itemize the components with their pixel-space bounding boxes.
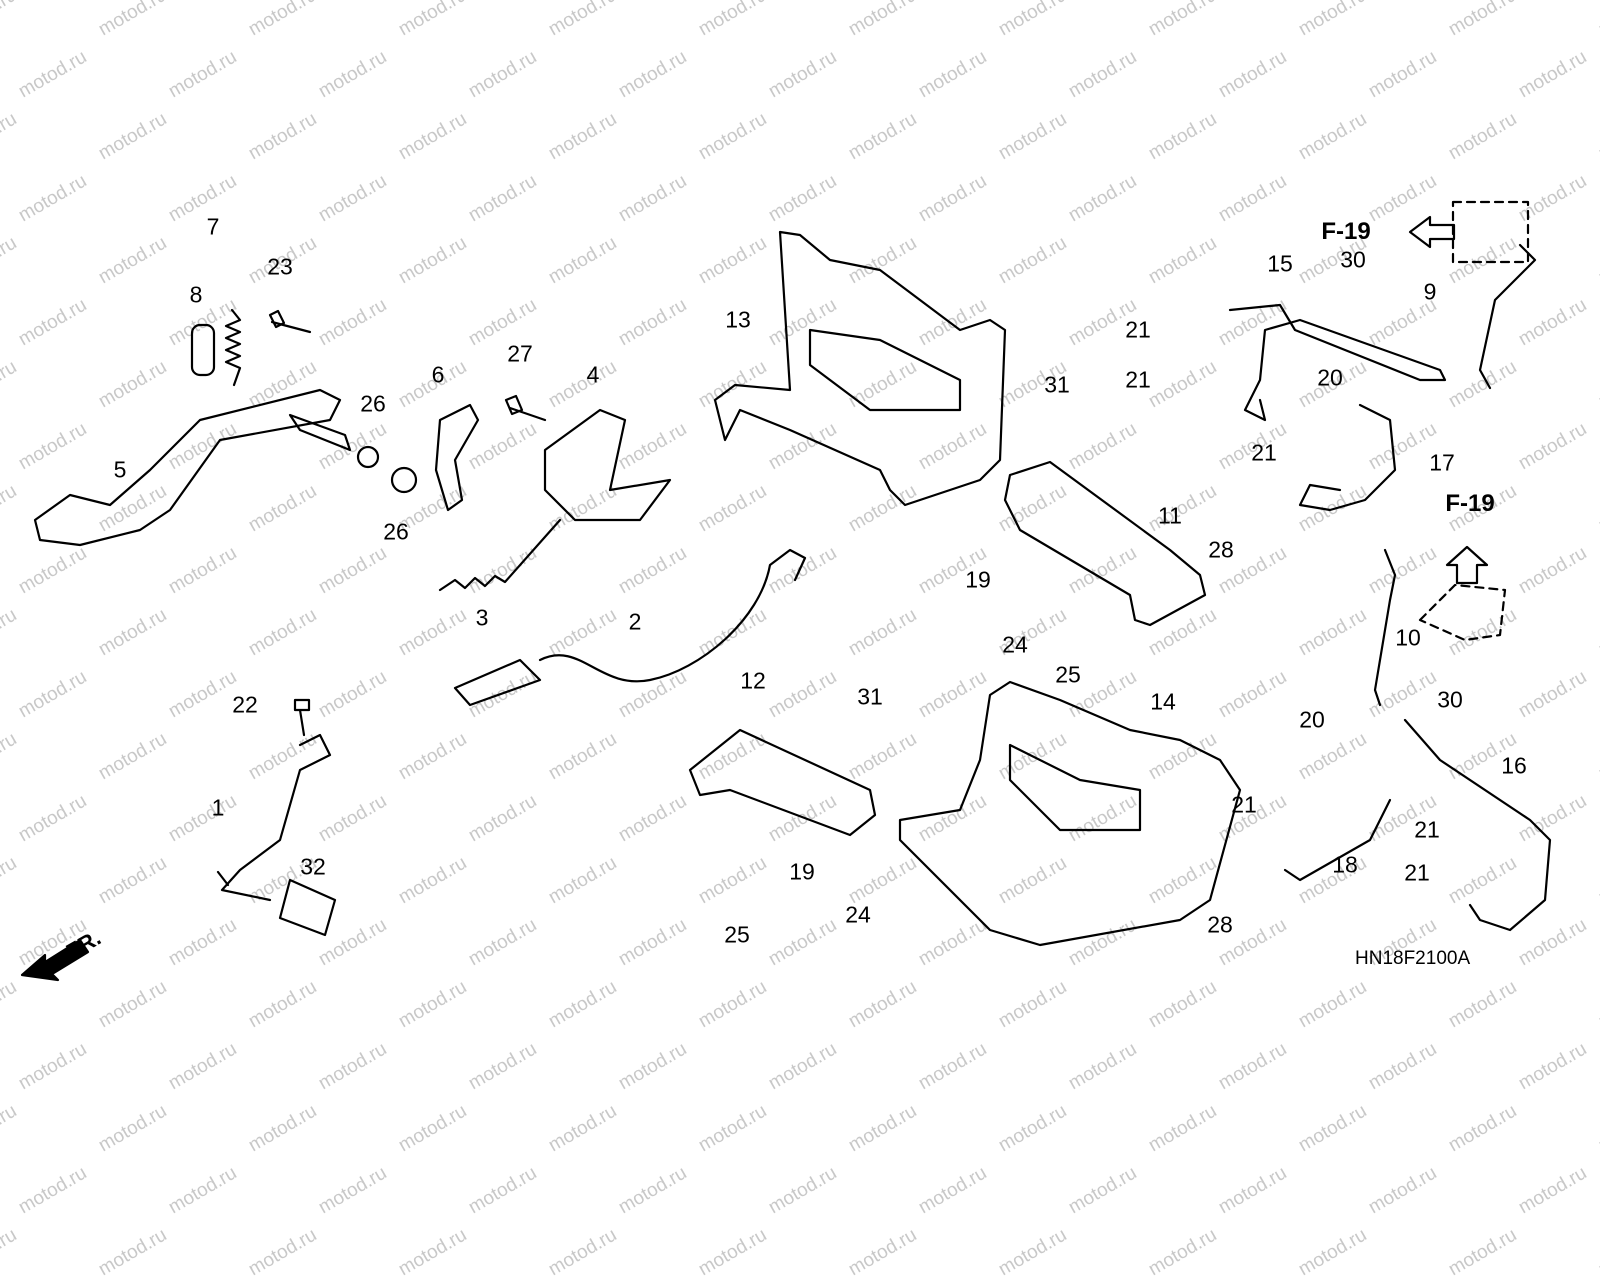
part-callout-22[interactable]: 22 xyxy=(232,691,258,718)
return-spring-part xyxy=(224,308,242,387)
part-callout-21[interactable]: 21 xyxy=(1125,366,1151,393)
part-callout-11[interactable]: 11 xyxy=(1158,502,1182,529)
reference-label[interactable]: F-19 xyxy=(1321,218,1371,245)
pedal-rubber-part xyxy=(278,878,337,937)
rod-part xyxy=(1373,548,1397,707)
part-callout-1[interactable]: 1 xyxy=(211,794,225,821)
arrow-left-icon xyxy=(1408,215,1456,249)
step-part xyxy=(1003,460,1207,627)
part-callout-27[interactable]: 27 xyxy=(507,340,533,367)
part-callout-26[interactable]: 26 xyxy=(383,518,409,545)
part-callout-21[interactable]: 21 xyxy=(1414,816,1440,843)
part-callout-21[interactable]: 21 xyxy=(1125,316,1151,343)
watermark-text: motod.ru xyxy=(1294,1224,1371,1281)
pedal-sleeve-part xyxy=(190,323,216,377)
shift-pedal-part xyxy=(216,733,332,902)
part-callout-7[interactable]: 7 xyxy=(206,213,220,240)
bolt-part xyxy=(268,309,312,334)
part-callout-23[interactable]: 23 xyxy=(267,253,293,280)
part-callout-18[interactable]: 18 xyxy=(1332,851,1358,878)
part-callout-24[interactable]: 24 xyxy=(1002,631,1028,658)
part-callout-3[interactable]: 3 xyxy=(475,604,489,631)
part-callout-28[interactable]: 28 xyxy=(1207,911,1233,938)
part-callout-21[interactable]: 21 xyxy=(1231,791,1257,818)
switch-arm-part xyxy=(434,403,480,512)
part-callout-13[interactable]: 13 xyxy=(725,306,751,333)
rod-part xyxy=(1478,243,1537,390)
switch-bracket-part xyxy=(543,408,672,522)
watermark-text: motod.ru xyxy=(1444,1224,1521,1281)
watermark-text: motod.ru xyxy=(394,1224,471,1281)
watermark-text: motod.ru xyxy=(0,1224,21,1281)
footrest-guard-part xyxy=(713,230,1007,507)
guard-stay-part xyxy=(1403,718,1552,932)
part-callout-28[interactable]: 28 xyxy=(1208,536,1234,563)
watermark-text: motod.ru xyxy=(94,1224,171,1281)
watermark-text: motod.ru xyxy=(994,1224,1071,1281)
part-callout-17[interactable]: 17 xyxy=(1429,449,1455,476)
reference-label[interactable]: F-19 xyxy=(1445,490,1495,517)
guard-stay-part xyxy=(1283,798,1392,882)
part-callout-25[interactable]: 25 xyxy=(1055,661,1081,688)
watermark-text: motod.ru xyxy=(1594,1224,1600,1281)
part-callout-4[interactable]: 4 xyxy=(586,361,600,388)
watermark-text: motod.ru xyxy=(544,1224,621,1281)
step-part xyxy=(688,728,877,837)
bolt-part xyxy=(293,698,311,737)
part-callout-20[interactable]: 20 xyxy=(1299,706,1325,733)
part-callout-21[interactable]: 21 xyxy=(1251,439,1277,466)
guard-stay-part xyxy=(1228,303,1447,422)
part-callout-32[interactable]: 32 xyxy=(300,853,326,880)
brake-switch-part xyxy=(453,548,807,707)
arrow-up-icon xyxy=(1445,545,1489,585)
part-callout-20[interactable]: 20 xyxy=(1317,364,1343,391)
part-callout-30[interactable]: 30 xyxy=(1340,246,1366,273)
watermark-text: motod.ru xyxy=(844,1224,921,1281)
spring-part xyxy=(438,518,562,592)
front-arrow-icon xyxy=(20,938,90,982)
part-callout-5[interactable]: 5 xyxy=(113,456,127,483)
nut-part xyxy=(356,445,418,494)
part-callout-6[interactable]: 6 xyxy=(431,361,445,388)
reference-box xyxy=(1451,200,1530,264)
part-callout-9[interactable]: 9 xyxy=(1423,278,1437,305)
part-callout-31[interactable]: 31 xyxy=(857,683,883,710)
diagram-code: HN18F2100A xyxy=(1355,948,1471,969)
bolt-part xyxy=(504,394,547,422)
part-callout-21[interactable]: 21 xyxy=(1404,859,1430,886)
watermark-text: motod.ru xyxy=(244,1224,321,1281)
brake-pedal-part xyxy=(33,388,352,547)
part-callout-24[interactable]: 24 xyxy=(845,901,871,928)
part-callout-12[interactable]: 12 xyxy=(740,667,766,694)
part-callout-14[interactable]: 14 xyxy=(1150,688,1176,715)
part-callout-31[interactable]: 31 xyxy=(1044,371,1070,398)
reference-box xyxy=(1418,583,1507,642)
part-callout-8[interactable]: 8 xyxy=(189,281,203,308)
part-callout-30[interactable]: 30 xyxy=(1437,686,1463,713)
part-callout-19[interactable]: 19 xyxy=(789,858,815,885)
watermark-text: motod.ru xyxy=(1144,1224,1221,1281)
part-callout-19[interactable]: 19 xyxy=(965,566,991,593)
part-callout-10[interactable]: 10 xyxy=(1395,624,1421,651)
guard-stay-part xyxy=(1298,403,1397,512)
part-callout-25[interactable]: 25 xyxy=(724,921,750,948)
part-callout-15[interactable]: 15 xyxy=(1267,250,1293,277)
part-callout-2[interactable]: 2 xyxy=(628,608,642,635)
part-callout-16[interactable]: 16 xyxy=(1501,752,1527,779)
footrest-guard-part xyxy=(898,680,1242,947)
part-callout-26[interactable]: 26 xyxy=(360,390,386,417)
watermark-text: motod.ru xyxy=(694,1224,771,1281)
line-art xyxy=(20,200,1552,982)
